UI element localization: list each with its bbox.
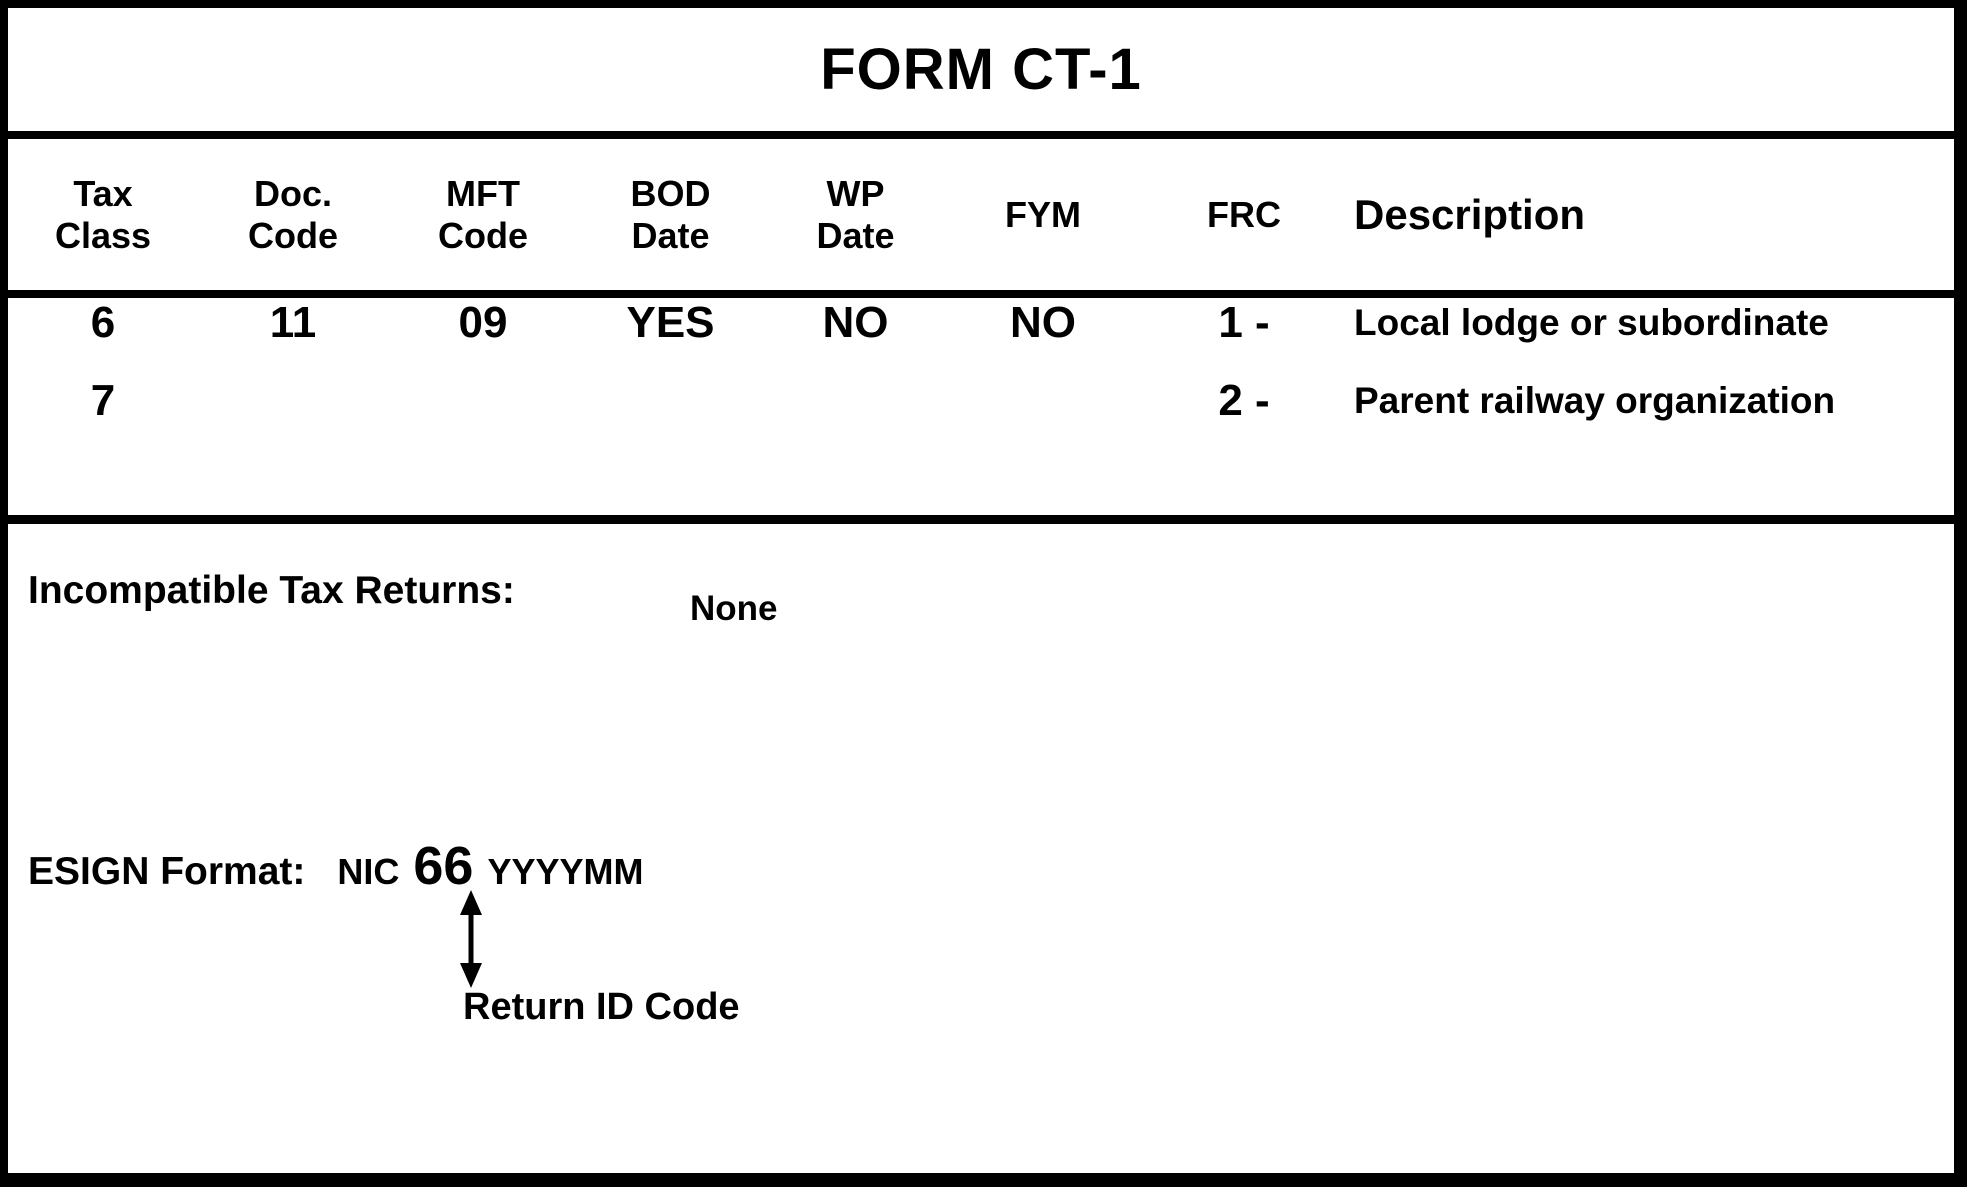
return-id-code-annotation: Return ID Code bbox=[463, 986, 740, 1028]
cell-mft-code: 09 bbox=[458, 298, 508, 347]
cell-doc-code: 11 bbox=[269, 298, 317, 347]
esign-date-format: YYYYMM bbox=[487, 851, 644, 892]
header-line: Tax bbox=[73, 172, 133, 214]
header-line: Date bbox=[816, 214, 895, 256]
esign-nic-prefix: NIC bbox=[337, 851, 400, 892]
header-bod-date: BOD Date bbox=[578, 139, 763, 290]
header-line: Class bbox=[54, 214, 152, 256]
header-line: Description bbox=[1354, 190, 1586, 238]
cell-description: Local lodge or subordinate bbox=[1354, 302, 1829, 343]
table-header-row: Tax Class Doc. Code MFT Code BOD Date WP… bbox=[8, 139, 1954, 290]
cell-tax-class: 7 bbox=[90, 376, 116, 425]
cell-wp-date: NO bbox=[822, 298, 889, 347]
form-title: FORM CT-1 bbox=[820, 37, 1142, 102]
incompatible-tax-returns-value: None bbox=[690, 589, 778, 628]
header-tax-class: Tax Class bbox=[8, 139, 198, 290]
cell-frc: 2 - bbox=[1218, 376, 1270, 425]
divider-line-top bbox=[8, 131, 1954, 139]
cell-mft-code bbox=[388, 376, 578, 454]
header-line: FYM bbox=[1005, 193, 1081, 235]
header-line: MFT bbox=[446, 172, 520, 214]
header-fym: FYM bbox=[948, 139, 1138, 290]
header-frc: FRC bbox=[1138, 139, 1350, 290]
cell-wp-date bbox=[763, 376, 948, 454]
header-wp-date: WP Date bbox=[763, 139, 948, 290]
table-row: 7 2 - Parent railway organization bbox=[8, 376, 1954, 454]
form-title-bar: FORM CT-1 bbox=[8, 8, 1954, 131]
header-line: BOD bbox=[630, 172, 711, 214]
header-line: Code bbox=[438, 214, 528, 256]
esign-format-label: ESIGN Format: bbox=[28, 850, 306, 893]
cell-frc: 1 - bbox=[1218, 298, 1270, 347]
esign-return-id-code-value: 66 bbox=[413, 836, 474, 896]
cell-fym: NO bbox=[1010, 298, 1076, 347]
cell-tax-class: 6 bbox=[90, 298, 116, 347]
cell-description: Parent railway organization bbox=[1354, 380, 1836, 421]
header-line: Code bbox=[248, 214, 338, 256]
header-doc-code: Doc. Code bbox=[198, 139, 388, 290]
table-row: 6 11 09 YES NO NO 1 - Local lodge or sub… bbox=[8, 298, 1954, 376]
divider-line-data bbox=[8, 515, 1954, 524]
esign-format-line: ESIGN Format: NIC 66 YYYYMM bbox=[28, 839, 643, 894]
double-headed-arrow-icon bbox=[460, 890, 482, 988]
incompatible-tax-returns-label: Incompatible Tax Returns: bbox=[28, 569, 515, 612]
header-line: FRC bbox=[1207, 193, 1281, 235]
header-line: Doc. bbox=[253, 172, 332, 214]
header-line: Date bbox=[631, 214, 710, 256]
divider-line-header bbox=[8, 290, 1954, 298]
header-line: WP bbox=[826, 172, 885, 214]
header-mft-code: MFT Code bbox=[388, 139, 578, 290]
header-description: Description bbox=[1350, 139, 1954, 290]
cell-bod-date bbox=[578, 376, 763, 454]
cell-doc-code bbox=[198, 376, 388, 454]
cell-fym bbox=[948, 376, 1138, 454]
cell-bod-date: YES bbox=[626, 298, 715, 347]
